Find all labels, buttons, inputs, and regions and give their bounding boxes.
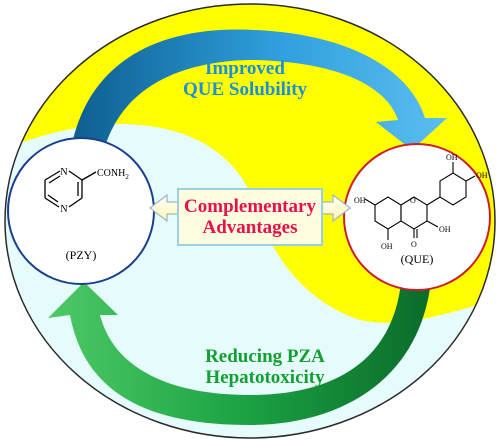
green-arrow <box>48 270 432 425</box>
center-label-line2: Advantages <box>202 217 298 239</box>
que-oh-3p: OH <box>476 171 488 180</box>
pzy-n-top: N <box>60 167 67 178</box>
que-o-ring: O <box>410 196 416 205</box>
outer-ellipse <box>4 3 496 439</box>
center-box <box>177 188 323 246</box>
que-oh-4p: OH <box>446 153 458 162</box>
top-label-line1: Improved <box>205 58 285 79</box>
bottom-label-line2: Hepatotoxicity <box>205 367 325 389</box>
pzy-caption: (PZY) <box>66 248 97 262</box>
bottom-label: Reducing PZA Hepatotoxicity <box>150 346 380 389</box>
pzy-structure <box>44 170 97 208</box>
bottom-label-line1: Reducing PZA <box>205 346 325 367</box>
que-oh-7: OH <box>354 196 366 205</box>
pzy-n-bottom: N <box>60 204 67 215</box>
que-circle <box>343 143 491 291</box>
que-o-4: O <box>411 240 417 249</box>
center-label-line1: Complementary <box>184 196 316 217</box>
pzy-group: CONH <box>97 168 125 179</box>
que-oh-5: OH <box>381 242 393 251</box>
pzy-group-label: CONH2 <box>97 168 129 181</box>
que-oh-3: OH <box>439 225 451 234</box>
pzy-circle <box>7 137 155 285</box>
top-label: Improved QUE Solubility <box>150 58 340 101</box>
blue-arrow <box>68 29 447 170</box>
que-structure <box>364 162 476 240</box>
center-label: Complementary Advantages <box>182 196 318 239</box>
que-caption: (QUE) <box>401 252 434 266</box>
top-label-line2: QUE Solubility <box>182 79 308 101</box>
pzy-subscript: 2 <box>125 173 129 181</box>
